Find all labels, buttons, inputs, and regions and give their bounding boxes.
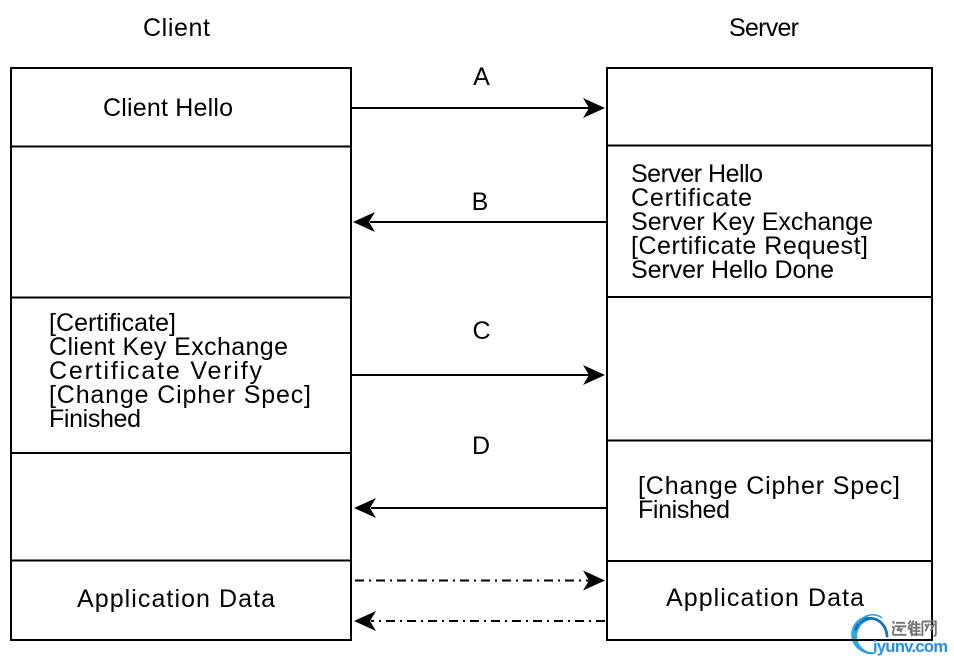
svg-text:[Change Cipher Spec]: [Change Cipher Spec] [638, 472, 900, 500]
svg-text:A: A [473, 63, 490, 91]
svg-text:Server Hello: Server Hello [631, 160, 763, 188]
svg-text:Application Data: Application Data [77, 585, 275, 613]
svg-text:Application Data: Application Data [666, 584, 864, 612]
svg-text:Server Hello Done: Server Hello Done [631, 256, 834, 284]
svg-text:D: D [472, 432, 490, 460]
svg-text:Finished: Finished [638, 496, 730, 524]
svg-text:Client: Client [143, 14, 210, 42]
svg-text:C: C [472, 317, 490, 345]
svg-text:Server: Server [729, 14, 799, 42]
svg-text:[Certificate Request]: [Certificate Request] [631, 232, 868, 260]
svg-text:iyunv.com: iyunv.com [873, 638, 948, 656]
svg-text:Server Key Exchange: Server Key Exchange [631, 208, 873, 236]
svg-text:Client Key Exchange: Client Key Exchange [49, 333, 288, 361]
svg-text:[Change Cipher Spec]: [Change Cipher Spec] [49, 381, 311, 409]
svg-text:B: B [472, 188, 489, 216]
svg-text:Client Hello: Client Hello [103, 94, 233, 122]
svg-text:Finished: Finished [49, 405, 141, 433]
svg-text:[Certificate]: [Certificate] [49, 309, 176, 337]
svg-text:Certificate: Certificate [631, 184, 752, 212]
